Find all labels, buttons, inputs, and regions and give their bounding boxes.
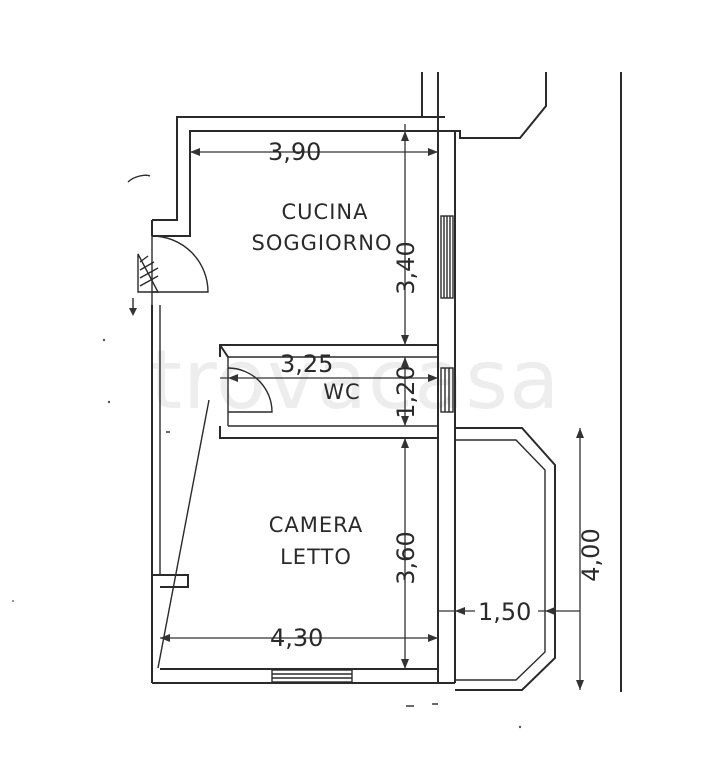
entrance-door: [127, 174, 209, 316]
label-bedroom-depth: 3,60: [392, 531, 420, 584]
label-wc-width: 3,25: [280, 350, 333, 378]
room-label-kitchen-line1: CUCINA: [282, 200, 369, 224]
dim-bedroom-width: [160, 634, 438, 642]
label-balcony-depth: 1,50: [478, 598, 531, 626]
dim-balcony-depth: [438, 607, 580, 615]
dim-kitchen-depth: [401, 124, 409, 345]
label-kitchen-width: 3,90: [268, 138, 321, 166]
label-wc-depth: 1,20: [392, 365, 420, 418]
wc-door: [227, 367, 273, 413]
window-bedroom: [271, 669, 353, 683]
label-bedroom-width: 4,30: [270, 624, 323, 652]
window-kitchen: [440, 215, 454, 299]
dim-wc-depth: [401, 357, 409, 426]
scan-specks: [12, 338, 522, 729]
room-label-wc: WC: [323, 380, 360, 404]
balcony: [455, 427, 556, 691]
dim-bedroom-depth: [401, 438, 409, 669]
label-balcony-length: 4,00: [577, 528, 605, 581]
exterior-walls: [151, 72, 622, 692]
label-kitchen-depth: 3,40: [392, 241, 420, 294]
room-label-bedroom-line2: LETTO: [280, 545, 352, 569]
dim-kitchen-width: [190, 148, 438, 156]
bedroom-diagonal-line: [157, 399, 210, 669]
wc-walls: [219, 344, 438, 439]
watermark-text: trovacasa: [150, 333, 560, 428]
window-wc: [440, 367, 454, 413]
room-label-bedroom-line1: CAMERA: [269, 513, 364, 537]
dim-wc-width: [220, 374, 438, 382]
dim-balcony-length: [576, 428, 584, 690]
room-label-kitchen-line2: SOGGIORNO: [252, 231, 393, 255]
